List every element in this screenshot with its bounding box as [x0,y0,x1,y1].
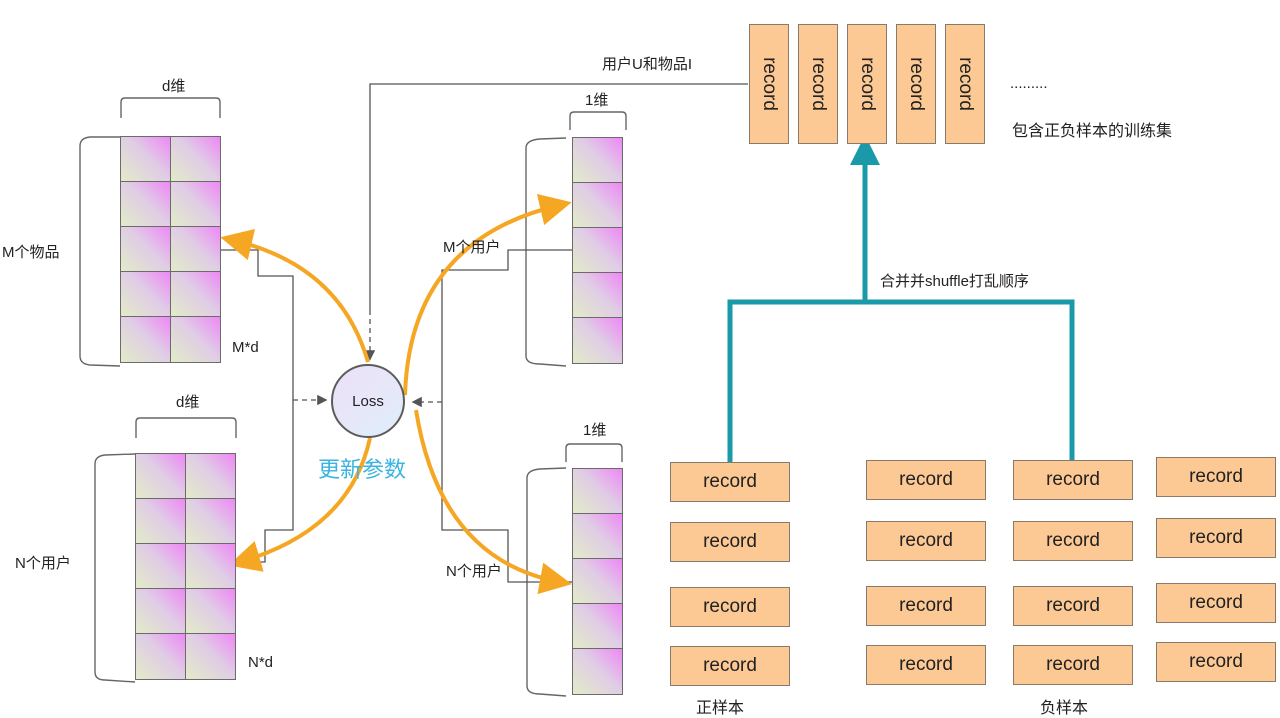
user-dim-label: d维 [176,394,200,411]
item-dim-label: d维 [162,78,186,95]
record-label: record [955,57,976,111]
user-matrix-cell [184,543,236,590]
item-matrix-cell [169,271,221,318]
negative-record: record [866,645,986,685]
m-vector-dim-bracket [569,111,627,130]
item-matrix-cell [169,316,221,363]
negative-record: record [1156,583,1276,623]
record-label: record [808,57,829,111]
item-shape-label: M*d [232,339,259,356]
user-rows-label: N个用户 [15,555,71,572]
input-label: 用户U和物品I [602,56,693,73]
m-vector-cell [572,317,623,364]
user-matrix-cell [135,588,186,635]
update-params-label: 更新参数 [318,457,407,482]
user-matrix-cell [184,453,236,500]
update-arrow-user [228,437,372,572]
user-matrix-cell [135,453,186,500]
positive-caption: 正样本 [696,700,745,717]
user-matrix-cell [135,498,186,545]
negative-record: record [1013,521,1133,561]
m-vector-cell [572,137,623,184]
m-vector-rows-label: M个用户 [443,239,501,256]
user-rows-bracket [94,453,136,683]
m-vector-cell [572,272,623,319]
n-vector-cell [572,558,623,605]
m-vector-rows-bracket [525,137,567,367]
update-arrow-m-vector [403,193,572,396]
negative-record: record [1013,645,1133,685]
item-rows-label: M个物品 [2,244,60,261]
positive-record: record [670,462,790,502]
negative-record: record [1156,518,1276,558]
user-matrix-cell [135,543,186,590]
n-vector-cell [572,513,623,560]
input-line [369,83,748,310]
negative-record: record [1156,457,1276,497]
item-matrix-cell [120,226,171,273]
n-vector-cell [572,468,623,515]
vector-to-loss-connector [441,249,572,583]
item-matrix-cell [169,181,221,228]
positive-record: record [670,646,790,686]
loss-node: Loss [331,364,405,438]
negative-caption: 负样本 [1040,700,1089,717]
positive-record: record [670,587,790,627]
training-record: record [798,24,838,144]
n-vector-rows-label: N个用户 [446,563,502,580]
n-vector-dim-label: 1维 [583,422,607,439]
update-arrow-item [220,228,370,363]
loss-label: Loss [352,392,384,410]
record-label: record [906,57,927,111]
negative-record: record [1013,460,1133,500]
negative-record: record [1013,586,1133,626]
item-dim-bracket [120,97,221,118]
training-record: record [896,24,936,144]
negative-record: record [866,460,986,500]
training-record: record [749,24,789,144]
training-set-caption: 包含正负样本的训练集 [1012,123,1173,140]
m-vector-dim-label: 1维 [585,92,609,109]
negative-record: record [1156,642,1276,682]
item-to-loss-connector [221,249,294,563]
item-rows-bracket [79,136,121,367]
positive-record: record [670,522,790,562]
n-vector-cell [572,648,623,695]
training-record: record [945,24,985,144]
item-matrix-cell [120,181,171,228]
m-vector-cell [572,227,623,274]
record-label: record [857,57,878,111]
training-record: record [847,24,887,144]
merge-label: 合并并shuffle打乱顺序 [880,273,1029,290]
merge-tree [727,299,1075,462]
user-matrix-cell [135,633,186,680]
negative-record: record [866,521,986,561]
record-label: record [759,57,780,111]
item-matrix-cell [169,136,221,183]
training-ellipsis: ......... [1010,75,1048,92]
n-vector-cell [572,603,623,650]
user-matrix-cell [184,498,236,545]
item-matrix-cell [169,226,221,273]
m-vector-cell [572,182,623,229]
user-matrix-cell [184,633,236,680]
update-arrow-n-vector [414,409,572,595]
item-matrix-cell [120,136,171,183]
user-dim-bracket [135,417,237,438]
item-matrix-cell [120,316,171,363]
negative-record: record [866,586,986,626]
n-vector-dim-bracket [565,443,623,462]
user-matrix-cell [184,588,236,635]
item-matrix-cell [120,271,171,318]
user-shape-label: N*d [248,654,274,671]
